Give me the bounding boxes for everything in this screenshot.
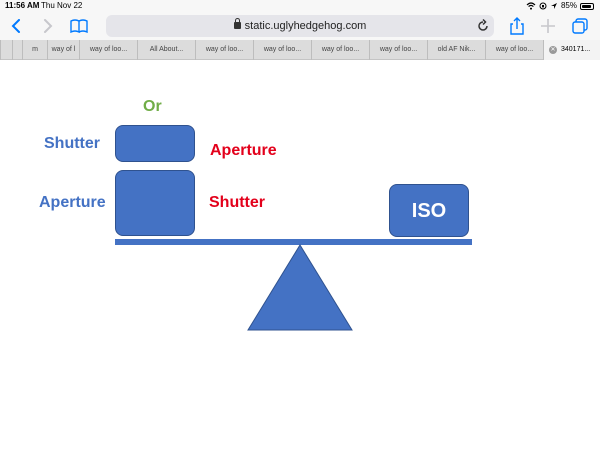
tab[interactable]: way of loo...	[79, 40, 137, 60]
wifi-icon	[526, 2, 536, 10]
right-bottom-label: Shutter	[209, 194, 265, 211]
battery-icon	[580, 2, 594, 10]
address-bar[interactable]: static.uglyhedgehog.com	[106, 15, 494, 37]
iso-label: ISO	[411, 200, 447, 222]
tab[interactable]: m	[22, 40, 47, 60]
seesaw-fulcrum	[247, 244, 353, 331]
tab-bar: m way of l way of loo... All About... wa…	[0, 40, 600, 60]
bookmarks-button[interactable]	[69, 16, 89, 36]
status-bar: 11:56 AM Thu Nov 22 85%	[0, 0, 600, 12]
new-tab-icon	[541, 19, 555, 33]
left-bottom-label: Aperture	[39, 194, 106, 211]
bookmarks-icon	[70, 19, 88, 33]
tabs-icon	[572, 18, 588, 34]
bottom-block	[115, 170, 195, 236]
back-icon	[11, 19, 20, 33]
address-text-container: static.uglyhedgehog.com	[106, 15, 494, 37]
new-tab-button[interactable]	[538, 16, 558, 36]
back-button[interactable]	[6, 16, 26, 36]
left-top-label: Shutter	[44, 135, 100, 152]
tab-active[interactable]: ✕ 340171...	[543, 40, 600, 60]
seesaw	[115, 239, 472, 331]
tab[interactable]: way of loo...	[369, 40, 427, 60]
close-tab-icon[interactable]: ✕	[549, 46, 557, 54]
reload-button[interactable]	[477, 18, 489, 37]
share-button[interactable]	[507, 16, 527, 36]
top-block	[115, 125, 195, 162]
status-date: Thu Nov 22	[41, 1, 83, 10]
page-content: Or Shutter Aperture Aperture Shutter ISO	[0, 60, 600, 450]
tab[interactable]: way of loo...	[253, 40, 311, 60]
share-icon	[510, 17, 524, 35]
tab-stub[interactable]	[12, 40, 22, 60]
url-text: static.uglyhedgehog.com	[244, 20, 367, 32]
tab[interactable]: All About...	[137, 40, 195, 60]
tab[interactable]: way of loo...	[195, 40, 253, 60]
tab[interactable]: old AF Nik...	[427, 40, 485, 60]
tab-stub[interactable]	[0, 40, 12, 60]
forward-icon	[44, 19, 53, 33]
battery-percent: 85%	[560, 1, 577, 10]
status-indicators: 85%	[526, 0, 594, 12]
iso-block	[389, 184, 469, 237]
seesaw-beam	[115, 239, 472, 245]
lock-icon	[233, 18, 241, 29]
tab[interactable]: way of l	[47, 40, 79, 60]
tab[interactable]: way of loo...	[485, 40, 543, 60]
reload-icon	[478, 18, 488, 31]
right-top-label: Aperture	[210, 142, 277, 159]
or-label: Or	[143, 98, 162, 115]
forward-button[interactable]	[38, 16, 58, 36]
tab-active-label: 340171...	[561, 46, 591, 53]
tab[interactable]: way of loo...	[311, 40, 369, 60]
location-icon	[550, 3, 557, 9]
tabs-overview-button[interactable]	[570, 16, 590, 36]
status-time: 11:56 AM	[5, 1, 40, 10]
orientation-lock-icon	[539, 2, 547, 10]
browser-toolbar: static.uglyhedgehog.com	[0, 12, 600, 40]
